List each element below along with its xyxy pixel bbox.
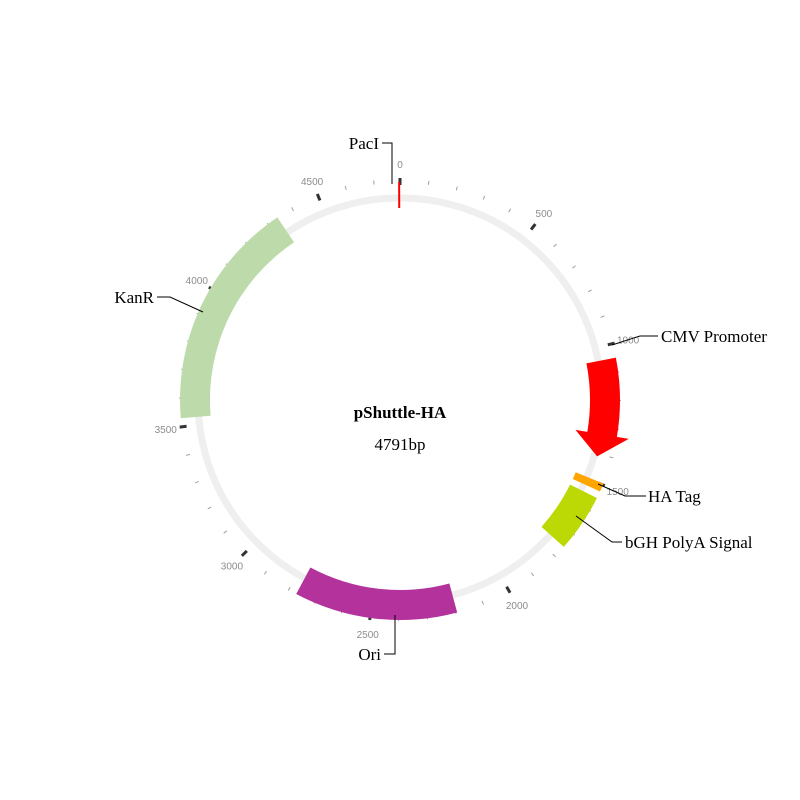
minor-tick xyxy=(207,506,212,510)
tick-label: 0 xyxy=(397,160,403,171)
cmv-promoter-arc xyxy=(575,357,629,457)
ha-tag-label: HA Tag xyxy=(648,487,701,506)
tick-label: 4500 xyxy=(301,177,324,188)
kanr-label: KanR xyxy=(114,288,154,307)
minor-tick xyxy=(185,453,191,456)
plasmid-name: pShuttle-HA xyxy=(354,403,447,422)
minor-tick xyxy=(194,480,200,484)
tick-label: 2000 xyxy=(506,601,529,612)
bgh-polya-signal-leader-line xyxy=(575,515,622,543)
paci-label: PacI xyxy=(349,134,380,153)
bgh-polya-signal-label: bGH PolyA Signal xyxy=(625,533,753,552)
minor-tick xyxy=(587,289,592,293)
minor-tick xyxy=(263,570,268,575)
minor-tick xyxy=(287,586,291,591)
ori-arc xyxy=(296,567,458,621)
tick-label: 4000 xyxy=(186,276,209,287)
cmv-promoter-leader-line xyxy=(611,335,658,346)
tick-label: 1000 xyxy=(617,335,640,346)
tick-label: 500 xyxy=(536,209,553,220)
minor-tick xyxy=(600,315,605,318)
feature-arcs xyxy=(180,181,629,621)
minor-tick xyxy=(291,207,294,212)
minor-tick xyxy=(530,572,535,577)
plasmid-length: 4791bp xyxy=(375,435,426,454)
paci-leader-line xyxy=(382,142,393,184)
bgh-polya-signal-arc xyxy=(541,484,597,547)
tick-label: 2500 xyxy=(357,630,380,641)
minor-tick xyxy=(508,208,512,213)
minor-tick xyxy=(609,456,614,459)
ha-tag-leader-line xyxy=(597,483,646,497)
minor-tick xyxy=(344,185,347,190)
minor-tick xyxy=(427,180,430,185)
minor-tick xyxy=(482,195,486,200)
kanr-arc xyxy=(180,217,295,419)
ori-label: Ori xyxy=(358,645,381,664)
ha-tag-arc xyxy=(572,472,604,492)
kanr-leader-line xyxy=(157,296,204,313)
minor-tick xyxy=(455,186,458,191)
minor-tick xyxy=(223,530,228,534)
minor-tick xyxy=(481,600,484,605)
major-tick xyxy=(315,193,322,202)
major-tick xyxy=(505,585,512,594)
major-tick xyxy=(240,549,248,557)
tick-label: 3500 xyxy=(155,425,178,436)
tick-label: 3000 xyxy=(221,562,244,573)
ori-leader-line xyxy=(384,615,396,655)
major-tick xyxy=(607,341,615,347)
major-tick xyxy=(529,223,537,231)
minor-tick xyxy=(553,243,557,248)
major-tick xyxy=(179,424,187,429)
minor-tick xyxy=(552,553,556,558)
minor-tick xyxy=(572,265,576,269)
cmv-promoter-label: CMV Promoter xyxy=(661,327,767,346)
